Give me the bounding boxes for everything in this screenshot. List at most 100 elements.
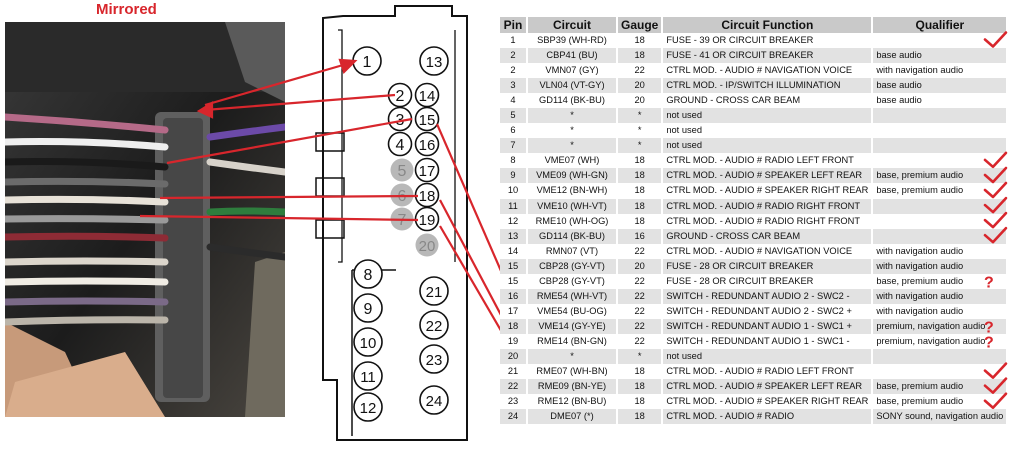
- cell-qualifier: base audio: [872, 78, 1009, 94]
- pin-number: 12: [360, 400, 377, 417]
- pin-circle: [353, 392, 383, 422]
- cell-circuit: CBP28 (GY-VT): [527, 258, 618, 274]
- cell-gauge: 18: [617, 48, 664, 64]
- cell-pin: 19: [500, 333, 528, 349]
- pin-number: 15: [419, 112, 436, 129]
- cell-circuit: SBP39 (WH-RD): [527, 33, 618, 49]
- cell-circuit: RME10 (WH-OG): [527, 213, 618, 229]
- pin-circle: [419, 46, 449, 76]
- cell-pin: 15: [500, 258, 528, 274]
- cell-gauge: 22: [617, 333, 664, 349]
- cell-gauge: *: [617, 348, 664, 365]
- cell-function: FUSE - 28 OR CIRCUIT BREAKER: [662, 273, 874, 289]
- pin-20: 20: [415, 233, 439, 257]
- cell-function: not used: [662, 348, 874, 365]
- pin-number: 24: [426, 393, 443, 410]
- pin-number: 11: [360, 369, 376, 386]
- cell-pin: 8: [500, 153, 528, 169]
- cell-gauge: 18: [617, 409, 664, 425]
- cell-gauge: *: [617, 123, 664, 139]
- cell-circuit: VME09 (WH-GN): [527, 168, 618, 184]
- pin-11: 11: [353, 361, 383, 391]
- line-pin-15-row: [435, 123, 510, 288]
- pin-circle: [419, 344, 449, 374]
- cell-pin: 18: [500, 318, 528, 334]
- pin-circle: [353, 259, 383, 289]
- connector-photo-drawing: [5, 22, 285, 417]
- pin-number: 16: [419, 137, 436, 154]
- cell-function: FUSE - 28 OR CIRCUIT BREAKER: [662, 258, 874, 274]
- line-pin-19-photo: [139, 214, 419, 222]
- pin-circle: [414, 131, 440, 157]
- cell-pin: 10: [500, 183, 528, 199]
- cell-function: not used: [662, 138, 874, 154]
- cell-pin: 6: [500, 123, 528, 139]
- cell-gauge: *: [617, 108, 664, 124]
- col-qualifier: Qualifier: [872, 17, 1009, 33]
- cell-circuit: GD114 (BK-BU): [527, 228, 618, 244]
- pin-21: 21: [419, 276, 449, 306]
- arrow-head-pin-1: [338, 58, 358, 75]
- connector-inner-outline: [338, 29, 456, 263]
- cell-qualifier: [872, 33, 1009, 49]
- cell-gauge: 18: [617, 394, 664, 410]
- cell-qualifier: base, premium audio: [872, 394, 1009, 410]
- table-row: 7**not used: [500, 138, 1009, 154]
- pin-14: 14: [414, 82, 440, 108]
- pin-circle: [353, 327, 383, 357]
- cell-pin: 4: [500, 93, 528, 109]
- cell-gauge: 18: [617, 33, 664, 49]
- pin-8: 8: [353, 259, 383, 289]
- cell-pin: 12: [500, 213, 528, 229]
- line-pin-18-row: [439, 199, 511, 333]
- cell-qualifier: base, premium audio: [872, 183, 1009, 199]
- cell-function: CTRL MOD. - AUDIO # RADIO LEFT FRONT: [662, 364, 874, 380]
- pin-circle: [390, 183, 414, 207]
- cell-pin: 20: [500, 348, 528, 365]
- cell-gauge: 20: [617, 258, 664, 274]
- pin-number: 22: [426, 318, 443, 335]
- pin-number: 2: [396, 88, 405, 105]
- cell-pin: 11: [500, 198, 528, 214]
- cell-qualifier: premium, navigation audio: [872, 333, 1009, 349]
- cell-function: CTRL MOD. - AUDIO # NAVIGATION VOICE: [662, 63, 874, 79]
- pin-circle: [419, 276, 449, 306]
- cell-gauge: 18: [617, 379, 664, 395]
- cell-gauge: 18: [617, 153, 664, 169]
- cell-function: CTRL MOD. - AUDIO # SPEAKER LEFT REAR: [662, 379, 874, 395]
- cell-qualifier: [872, 123, 1009, 139]
- pin-circle: [390, 158, 414, 182]
- cell-pin: 22: [500, 379, 528, 395]
- cell-qualifier: [872, 364, 1009, 380]
- pin-24: 24: [419, 385, 449, 415]
- cell-gauge: 22: [617, 63, 664, 79]
- cell-qualifier: [872, 213, 1009, 229]
- pin-number: 4: [396, 137, 405, 154]
- col-pin: Pin: [500, 17, 528, 33]
- cell-function: CTRL MOD. - AUDIO # RADIO RIGHT FRONT: [662, 213, 874, 229]
- cell-gauge: 22: [617, 273, 664, 289]
- cell-function: CTRL MOD. - IP/SWITCH ILLUMINATION: [662, 78, 874, 94]
- cell-circuit: *: [527, 348, 618, 365]
- pin-number: 1: [363, 54, 372, 71]
- cell-qualifier: [872, 153, 1009, 169]
- cell-qualifier: with navigation audio: [872, 303, 1009, 319]
- pin-circle: [414, 106, 440, 132]
- cell-function: CTRL MOD. - AUDIO # SPEAKER RIGHT REAR: [662, 394, 874, 410]
- pin-9: 9: [353, 293, 383, 323]
- cell-circuit: VME14 (GY-YE): [527, 318, 618, 334]
- cell-pin: 2: [500, 63, 528, 79]
- pin-number: 9: [364, 301, 373, 318]
- pin-number: 5: [398, 163, 407, 180]
- cell-circuit: *: [527, 138, 618, 154]
